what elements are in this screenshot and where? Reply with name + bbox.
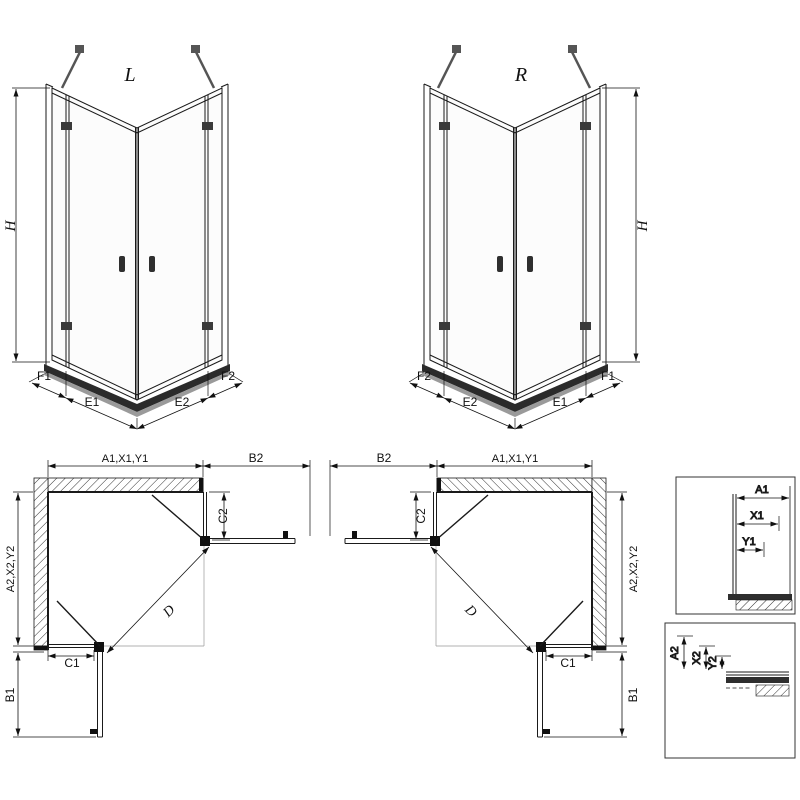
dim-label-f2-right: F2 [417,369,431,383]
dim-label-f2-left: F2 [221,369,235,383]
elevation-right: R H F2 E2 E1 F1 [409,45,651,429]
dim-label-a1x1y1-right: A1,X1,Y1 [492,453,538,465]
dim-label-a2x2y2-right: A2,X2,Y2 [628,546,640,592]
dim-label-b2-left: B2 [249,451,264,465]
dim-label-a2-detail: A2 [669,646,681,659]
dim-label-c2-left: C2 [216,508,230,524]
dim-label-f1-right: F1 [601,369,615,383]
dim-label-b1-right: B1 [626,687,640,702]
dim-label-a1x1y1-left: A1,X1,Y1 [102,453,148,465]
plan-right-shape [330,460,627,737]
dim-label-e1-left: E1 [85,395,100,409]
dim-label-b2-right: B2 [377,451,392,465]
plan-left: A1,X1,Y1 B2 C2 A2,X2,Y2 D C1 B1 [3,451,310,737]
detail-bottom: A2 X2 Y2 [664,622,796,759]
dim-label-a2x2y2-left: A2,X2,Y2 [5,546,17,592]
dim-label-c2-right: C2 [414,508,428,524]
dim-label-y1-detail: Y1 [742,536,755,548]
dim-label-d-right: D [461,602,479,620]
dim-label-h-left: H [3,219,19,232]
plan-left-shape [13,460,310,737]
dim-label-e2-right: E2 [463,395,478,409]
detail-top: A1 X1 Y1 [675,476,796,615]
detail-top-dimension-lines [737,495,789,553]
dim-label-b1-left: B1 [3,687,17,702]
elevation-left: L H F1 E1 E2 F2 [3,45,243,429]
dim-label-e2-left: E2 [175,395,190,409]
dim-label-a1-detail: A1 [755,484,768,496]
dim-label-y2-detail: Y2 [707,656,719,669]
dim-label-c1-right: C1 [560,656,576,670]
detail-top-frame [675,476,796,615]
plan-right: B2 A1,X1,Y1 C2 A2,X2,Y2 D C1 B1 [330,451,640,737]
detail-top-extension-lines [763,516,780,557]
dim-label-c1-left: C1 [64,656,80,670]
dim-label-h-right: H [635,219,651,232]
config-label-right: R [514,64,527,86]
detail-bottom-frame [664,622,796,759]
dim-label-x2-detail: X2 [691,651,703,664]
detail-bottom-extension-lines [677,635,731,657]
config-label-left: L [123,64,135,86]
dim-label-d-left: D [160,603,178,621]
detail-bottom-dimension-lines [681,637,725,669]
dim-label-e1-right: E1 [553,395,568,409]
dim-label-x1-detail: X1 [750,510,763,522]
dim-label-f1-left: F1 [37,369,51,383]
